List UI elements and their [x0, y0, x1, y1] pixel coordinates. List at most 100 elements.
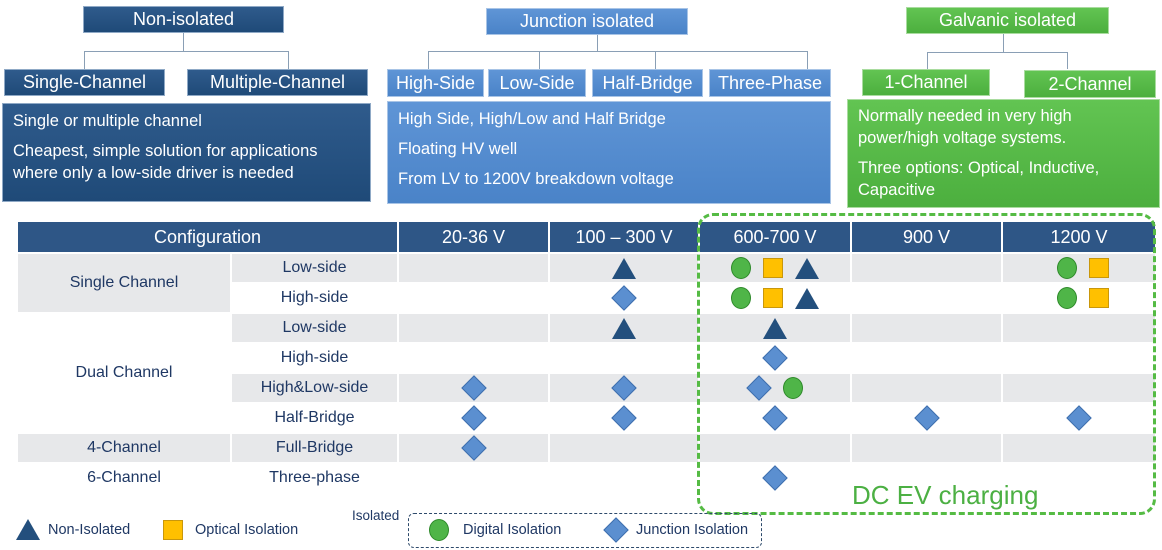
single-channel-label: Single-Channel	[22, 72, 147, 92]
table-cell	[850, 342, 1003, 374]
legend-label: Digital Isolation	[463, 522, 562, 538]
table-cell	[850, 252, 1003, 284]
single-channel-box: Single-Channel	[4, 69, 165, 96]
galvanic-isolated-title-text: Galvanic isolated	[938, 10, 1077, 30]
description-line: From LV to 1200V breakdown voltage	[398, 170, 674, 188]
table-cell	[1001, 432, 1157, 464]
legend-label: Isolated	[352, 508, 400, 523]
triangle-icon	[612, 317, 636, 339]
table-cell	[397, 342, 550, 374]
header-voltage: 1200 V	[1001, 220, 1157, 254]
row-sub-label: Half-Bridge	[230, 402, 399, 434]
connector-line	[927, 52, 928, 69]
row-group-label: Dual Channel	[16, 312, 232, 434]
junction-isolated-description: High Side, High/Low and Half Bridge Floa…	[387, 101, 831, 204]
table-cell	[1001, 372, 1157, 404]
table-cell	[1001, 252, 1157, 284]
table-row: Half-Bridge	[17, 402, 1157, 434]
multiple-channel-box: Multiple-Channel	[187, 69, 368, 96]
circle-icon	[731, 287, 751, 309]
diamond-icon	[603, 517, 629, 543]
circle-icon	[731, 257, 751, 279]
triangle-icon	[612, 257, 636, 279]
description-line: Cheapest, simple solution for applicatio…	[13, 142, 318, 182]
table-cell	[698, 462, 852, 494]
square-icon	[1089, 258, 1109, 278]
galvanic-isolated-description: Normally needed in very high power/high …	[847, 99, 1160, 208]
table-cell	[850, 282, 1003, 314]
header-voltage: 100 – 300 V	[548, 220, 700, 254]
diamond-icon	[460, 375, 487, 401]
low-side-box: Low-Side	[488, 69, 586, 97]
description-line: Floating HV well	[398, 140, 518, 158]
table-row: High&Low-side	[17, 372, 1157, 404]
table-cell	[1001, 342, 1157, 374]
row-sub-label: Low-side	[230, 312, 399, 344]
non-isolated-description: Single or multiple channel Cheapest, sim…	[2, 103, 371, 202]
connector-line	[288, 51, 289, 69]
table-cell	[698, 402, 852, 434]
table-cell	[698, 372, 852, 404]
diamond-icon	[460, 405, 487, 431]
table-cell	[397, 312, 550, 344]
one-channel-label: 1-Channel	[884, 72, 968, 92]
diamond-icon	[611, 375, 637, 401]
table-cell	[698, 252, 852, 284]
table-cell	[397, 372, 550, 404]
row-group-label: Single Channel	[16, 252, 232, 314]
connector-line	[597, 35, 598, 51]
connector-line	[1003, 34, 1004, 52]
legend-label: Non-Isolated	[48, 521, 131, 538]
row-group-label: 6-Channel	[16, 462, 232, 494]
triangle-icon	[16, 519, 40, 540]
two-channel-box: 2-Channel	[1024, 70, 1156, 98]
half-bridge-label: Half-Bridge	[602, 72, 693, 93]
table-cell	[850, 312, 1003, 344]
table-cell	[548, 462, 700, 494]
triangle-icon	[795, 257, 819, 279]
junction-isolated-title: Junction isolated	[486, 8, 688, 35]
table-row: High-side	[17, 282, 1157, 314]
square-icon	[163, 520, 183, 540]
galvanic-isolated-title: Galvanic isolated	[906, 7, 1109, 34]
diamond-icon	[460, 435, 487, 461]
row-sub-label: Low-side	[230, 252, 399, 284]
non-isolated-title-text: Non-isolated	[132, 9, 235, 29]
legend-digital: Digital Isolation	[429, 519, 561, 541]
three-phase-box: Three-Phase	[709, 69, 831, 97]
description-line: High Side, High/Low and Half Bridge	[398, 110, 666, 128]
row-sub-label: Three-phase	[230, 462, 399, 494]
circle-icon	[1057, 287, 1077, 309]
table-cell	[397, 432, 550, 464]
square-icon	[763, 288, 783, 308]
dc-ev-charging-highlight	[697, 213, 1156, 515]
triangle-icon	[795, 287, 819, 309]
two-channel-label: 2-Channel	[1048, 73, 1132, 94]
header-configuration: Configuration	[16, 220, 399, 254]
description-line: Normally needed in very high power/high …	[858, 107, 1072, 147]
low-side-label: Low-Side	[499, 72, 575, 93]
high-side-box: High-Side	[387, 69, 484, 97]
three-phase-label: Three-Phase	[717, 72, 823, 93]
description-line: Single or multiple channel	[13, 112, 202, 130]
connector-line	[1067, 52, 1068, 69]
circle-icon	[429, 519, 449, 541]
table-cell	[397, 252, 550, 284]
table-cell	[698, 342, 852, 374]
voltage-configuration-table: Configuration 20-36 V 100 – 300 V 600-70…	[16, 220, 1157, 494]
table-cell	[698, 432, 852, 464]
table-cell	[850, 402, 1003, 434]
triangle-icon	[763, 317, 787, 339]
circle-icon	[783, 377, 803, 399]
junction-isolated-title-text: Junction isolated	[519, 11, 655, 31]
legend-non-isolated: Non-Isolated	[16, 519, 130, 540]
one-channel-box: 1-Channel	[862, 69, 990, 96]
non-isolated-title: Non-isolated	[83, 6, 284, 33]
table-cell	[397, 282, 550, 314]
legend-label: Optical Isolation	[195, 522, 299, 538]
legend-label: Junction Isolation	[636, 522, 749, 538]
table-cell	[548, 372, 700, 404]
